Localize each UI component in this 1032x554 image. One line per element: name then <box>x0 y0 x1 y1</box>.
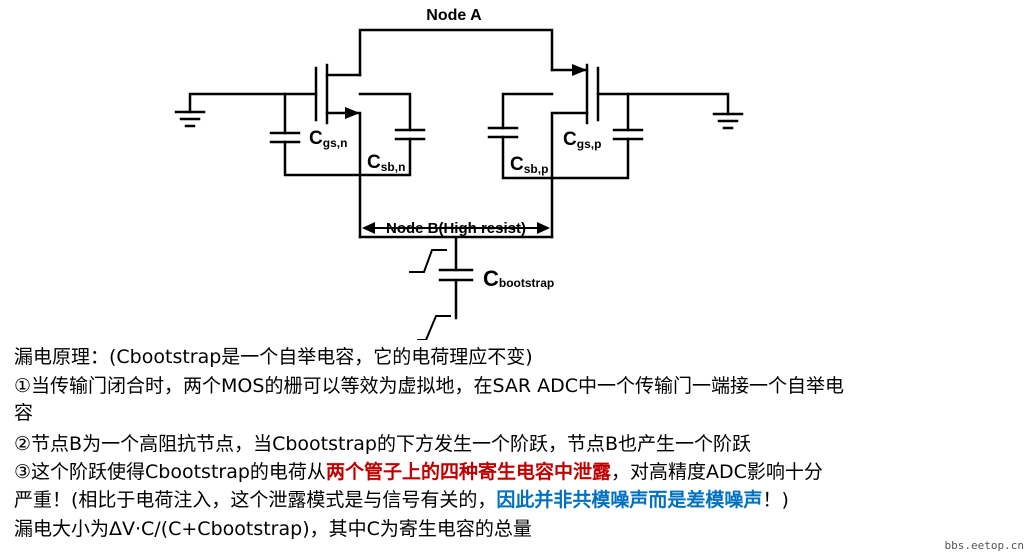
text-line-5-start: ③这个阶跃使得Cbootstrap的电荷从 <box>14 461 326 483</box>
node-a-label: Node A <box>426 7 482 24</box>
csb-n-wires <box>358 92 412 177</box>
cgs-p-label: Cgs,p <box>563 129 601 151</box>
text-line-6-highlight: 因此并非共模噪声而是差模噪声 <box>496 489 763 511</box>
cbootstrap-label: Cbootstrap <box>483 266 554 291</box>
watermark: bbs.eetop.cn <box>944 539 1024 552</box>
step-node-b <box>409 249 447 273</box>
node-a-wire <box>358 28 554 77</box>
circuit-diagram: Node A Node B(High resist) Cgs,n Csb,n C… <box>174 7 744 340</box>
step-bottom <box>417 315 451 340</box>
text-line-5-highlight: 两个管子上的四种寄生电容中泄露 <box>325 461 611 483</box>
text-line-7: 漏电大小为ΔV·C/(C+Cbootstrap)，其中C为寄生电容的总量 <box>14 518 532 540</box>
text-line-2: ①当传输门闭合时，两个MOS的栅可以等效为虚拟地，在SAR ADC中一个传输门一… <box>14 375 844 397</box>
text-line-6-start: 严重！(相比于电荷注入，这个泄露模式是与信号有关的， <box>14 489 497 511</box>
text-line-5: ③这个阶跃使得Cbootstrap的电荷从两个管子上的四种寄生电容中泄露，对高精… <box>14 459 823 485</box>
nmos-gate-wire <box>188 92 318 114</box>
cgs-n-label: Cgs,n <box>309 128 347 150</box>
nmos-source-arrow <box>345 107 360 119</box>
pmos-source-arrow <box>572 64 587 76</box>
cgs-n-wires <box>283 92 362 177</box>
text-line-3: 容 <box>14 402 34 424</box>
pmos-drain <box>550 111 589 239</box>
csb-n-label: Csb,n <box>367 152 405 174</box>
pmos-gate-wire <box>596 92 730 116</box>
csb-p-wires <box>501 92 554 180</box>
node-b-arrow-right <box>537 222 550 234</box>
csb-p-label: Csb,p <box>510 154 548 176</box>
text-line-6-end: ！) <box>762 489 789 511</box>
node-b-arrow-left <box>362 222 375 234</box>
cgs-p-wires <box>550 92 630 180</box>
text-line-5-end: ，对高精度ADC影响十分 <box>610 461 823 483</box>
node-b-wire <box>358 235 554 320</box>
node-b-label: Node B(High resist) <box>386 220 526 237</box>
text-line-6: 严重！(相比于电荷注入，这个泄露模式是与信号有关的，因此并非共模噪声而是差模噪声… <box>14 487 789 513</box>
text-line-4: ②节点B为一个高阻抗节点，当Cbootstrap的下方发生一个阶跃，节点B也产生… <box>14 433 751 455</box>
text-line-1: 漏电原理：(Cbootstrap是一个自举电容，它的电荷理应不变) <box>14 346 533 368</box>
